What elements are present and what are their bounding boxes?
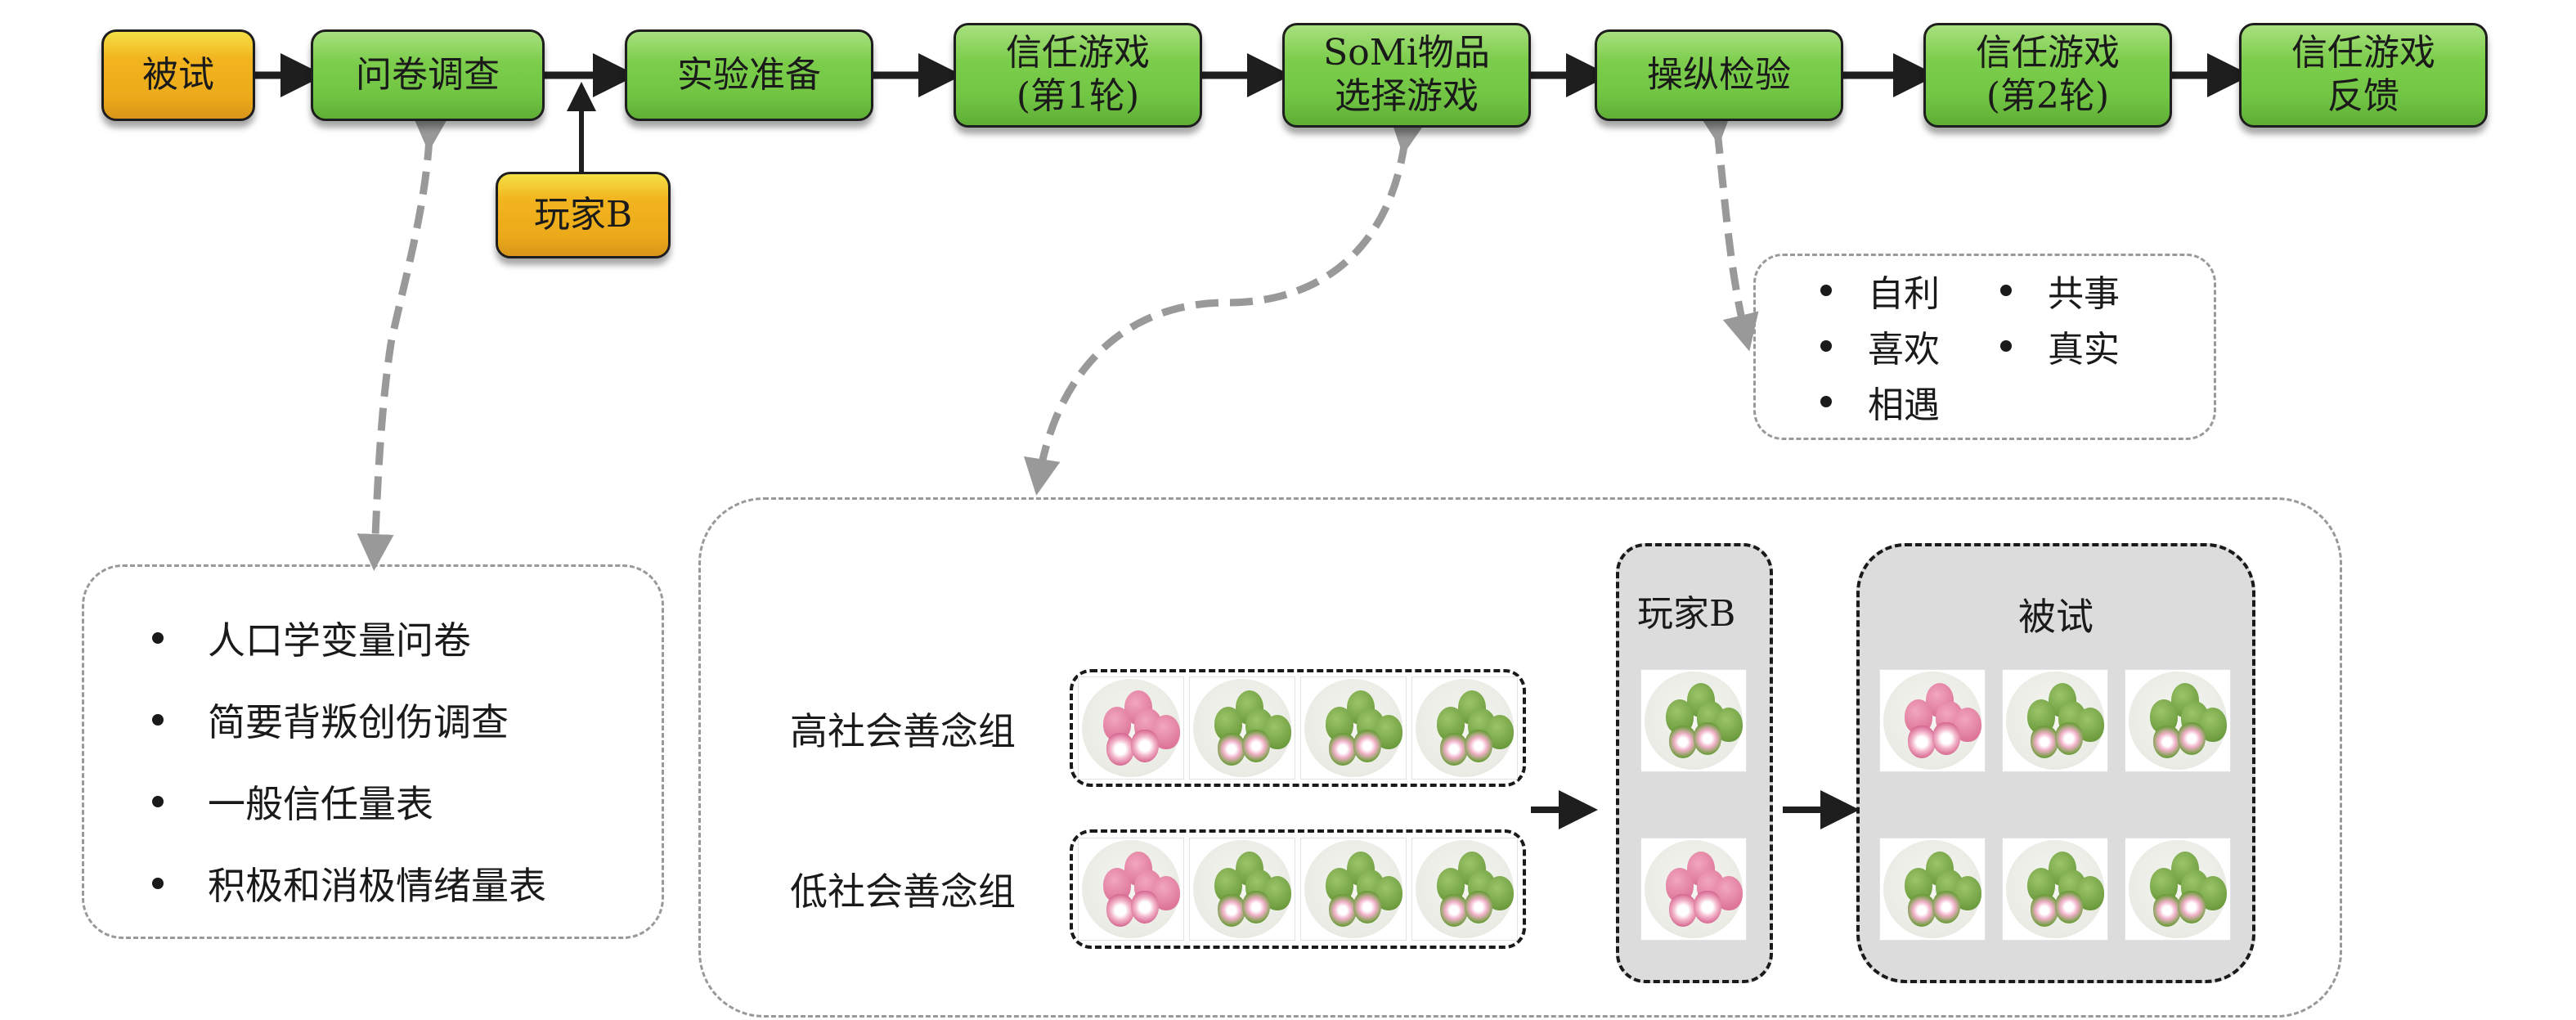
somi-connector: [1023, 116, 1427, 496]
green-candy-image: [1189, 838, 1295, 941]
bullet-icon: [152, 878, 164, 889]
step-label: 信任游戏 (第2轮): [1976, 32, 2120, 117]
bullet-icon: [152, 796, 164, 807]
step-label: 信任游戏 (第1轮): [1006, 32, 1150, 117]
questionnaire-list: 人口学变量问卷 简要背叛创伤调查 一般信任量表 积极和消极情绪量表: [152, 597, 546, 924]
step-trust-game-feedback: 信任游戏 反馈: [2239, 23, 2488, 128]
step-trust-game-2: 信任游戏 (第2轮): [1923, 23, 2172, 128]
list-item: 相遇: [1820, 378, 2000, 426]
step-label: 被试: [142, 53, 214, 96]
bullet-icon: [1820, 340, 1832, 352]
step-manipulation-check: 操纵检验: [1595, 29, 1843, 121]
somi-panel: [698, 497, 2342, 1018]
step-label: SoMi物品 选择游戏: [1323, 32, 1490, 117]
list-item: 自利: [1820, 267, 2000, 315]
bullet-icon: [2000, 285, 2012, 296]
step-label: 实验准备: [677, 53, 821, 96]
list-item: 人口学变量问卷: [152, 597, 546, 679]
step-label: 玩家B: [533, 193, 633, 236]
subject-panel: 被试: [1856, 543, 2255, 983]
step-subject: 被试: [101, 29, 255, 121]
manipulation-check-box: [1753, 254, 2216, 440]
list-item: 积极和消极情绪量表: [152, 843, 546, 924]
list-item: 简要背叛创伤调查: [152, 679, 546, 761]
green-candy-image: [2125, 838, 2231, 941]
step-label: 操纵检验: [1647, 53, 1791, 96]
bullet-icon: [1820, 396, 1832, 407]
group-box-low: [1070, 829, 1526, 949]
green-candy-image: [1300, 676, 1407, 780]
bullet-icon: [1820, 285, 1832, 296]
step-label: 问卷调查: [356, 53, 500, 96]
pink-candy-image: [1078, 838, 1184, 941]
green-candy-image: [2002, 669, 2108, 772]
step-questionnaire: 问卷调查: [311, 29, 545, 121]
questionnaire-list-box: [82, 564, 664, 939]
bullet-icon: [152, 632, 164, 644]
player-b-panel: 玩家B: [1616, 543, 1773, 983]
green-candy-image: [2125, 669, 2231, 772]
green-candy-image: [1411, 838, 1518, 941]
group-label-low: 低社会善念组: [790, 869, 1016, 914]
manipulation-check-list: 自利 共事 喜欢 真实 相遇: [1820, 267, 2164, 426]
green-candy-image: [2002, 838, 2108, 941]
green-candy-image: [1189, 676, 1295, 780]
green-candy-image: [1300, 838, 1407, 941]
group-label-high: 高社会善念组: [790, 709, 1016, 753]
green-candy-image: [1879, 838, 1986, 941]
step-label: 信任游戏 反馈: [2291, 32, 2435, 117]
questionnaire-connector: [357, 114, 449, 571]
step-preparation: 实验准备: [625, 29, 873, 121]
subject-label: 被试: [2018, 595, 2094, 639]
list-item: 喜欢: [1820, 322, 2000, 371]
pink-candy-image: [1078, 676, 1184, 780]
bullet-icon: [2000, 340, 2012, 352]
player-b-label: 玩家B: [1637, 593, 1736, 635]
list-item: 真实: [2000, 322, 2164, 371]
pink-candy-image: [1640, 838, 1747, 941]
green-candy-image: [1411, 676, 1518, 780]
list-item: 共事: [2000, 267, 2164, 315]
step-trust-game-1: 信任游戏 (第1轮): [954, 23, 1202, 128]
bullet-icon: [152, 714, 164, 726]
step-somi-game: SoMi物品 选择游戏: [1282, 23, 1531, 128]
check-connector: [1696, 106, 1759, 352]
list-item: 一般信任量表: [152, 761, 546, 843]
step-player-b: 玩家B: [496, 172, 671, 258]
group-box-high: [1070, 669, 1526, 787]
pink-candy-image: [1879, 669, 1986, 772]
green-candy-image: [1640, 669, 1747, 772]
